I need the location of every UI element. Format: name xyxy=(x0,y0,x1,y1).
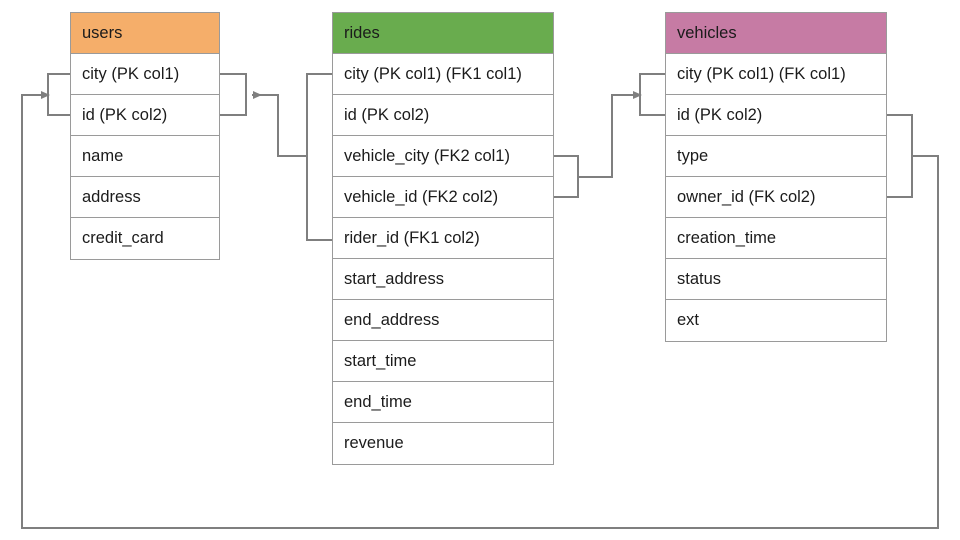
field-vehicles-id[interactable]: id (PK col2) xyxy=(666,95,886,136)
entity-header-rides: rides xyxy=(333,13,553,54)
vehicles-left-bracket xyxy=(639,73,666,116)
field-rides-rider-id[interactable]: rider_id (FK1 col2) xyxy=(333,218,553,259)
field-users-city[interactable]: city (PK col1) xyxy=(71,54,219,95)
field-rides-start-time[interactable]: start_time xyxy=(333,341,553,382)
vehicles-right-bracket xyxy=(886,114,913,198)
connector-rides-vehicle-to-vehicles xyxy=(577,91,642,178)
entity-header-users: users xyxy=(71,13,219,54)
field-vehicles-city[interactable]: city (PK col1) (FK col1) xyxy=(666,54,886,95)
field-vehicles-creation-time[interactable]: creation_time xyxy=(666,218,886,259)
field-rides-vehicle-city[interactable]: vehicle_city (FK2 col1) xyxy=(333,136,553,177)
entity-table-users[interactable]: users city (PK col1) id (PK col2) name a… xyxy=(70,12,220,260)
entity-table-rides[interactable]: rides city (PK col1) (FK1 col1) id (PK c… xyxy=(332,12,554,465)
field-vehicles-owner-id[interactable]: owner_id (FK col2) xyxy=(666,177,886,218)
entity-header-vehicles: vehicles xyxy=(666,13,886,54)
field-users-id[interactable]: id (PK col2) xyxy=(71,95,219,136)
field-vehicles-ext[interactable]: ext xyxy=(666,300,886,341)
field-rides-revenue[interactable]: revenue xyxy=(333,423,553,464)
field-rides-start-address[interactable]: start_address xyxy=(333,259,553,300)
rides-left-bracket xyxy=(306,73,333,241)
field-users-address[interactable]: address xyxy=(71,177,219,218)
field-users-credit-card[interactable]: credit_card xyxy=(71,218,219,259)
field-users-name[interactable]: name xyxy=(71,136,219,177)
field-rides-end-address[interactable]: end_address xyxy=(333,300,553,341)
rides-right-bracket xyxy=(553,155,579,198)
field-rides-id[interactable]: id (PK col2) xyxy=(333,95,553,136)
entity-table-vehicles[interactable]: vehicles city (PK col1) (FK col1) id (PK… xyxy=(665,12,887,342)
field-rides-vehicle-id[interactable]: vehicle_id (FK2 col2) xyxy=(333,177,553,218)
field-rides-city[interactable]: city (PK col1) (FK1 col1) xyxy=(333,54,553,95)
users-left-bracket xyxy=(47,73,71,116)
field-vehicles-status[interactable]: status xyxy=(666,259,886,300)
connector-rides-rider-to-users xyxy=(252,91,308,157)
field-vehicles-type[interactable]: type xyxy=(666,136,886,177)
users-right-bracket xyxy=(219,73,247,116)
field-rides-end-time[interactable]: end_time xyxy=(333,382,553,423)
